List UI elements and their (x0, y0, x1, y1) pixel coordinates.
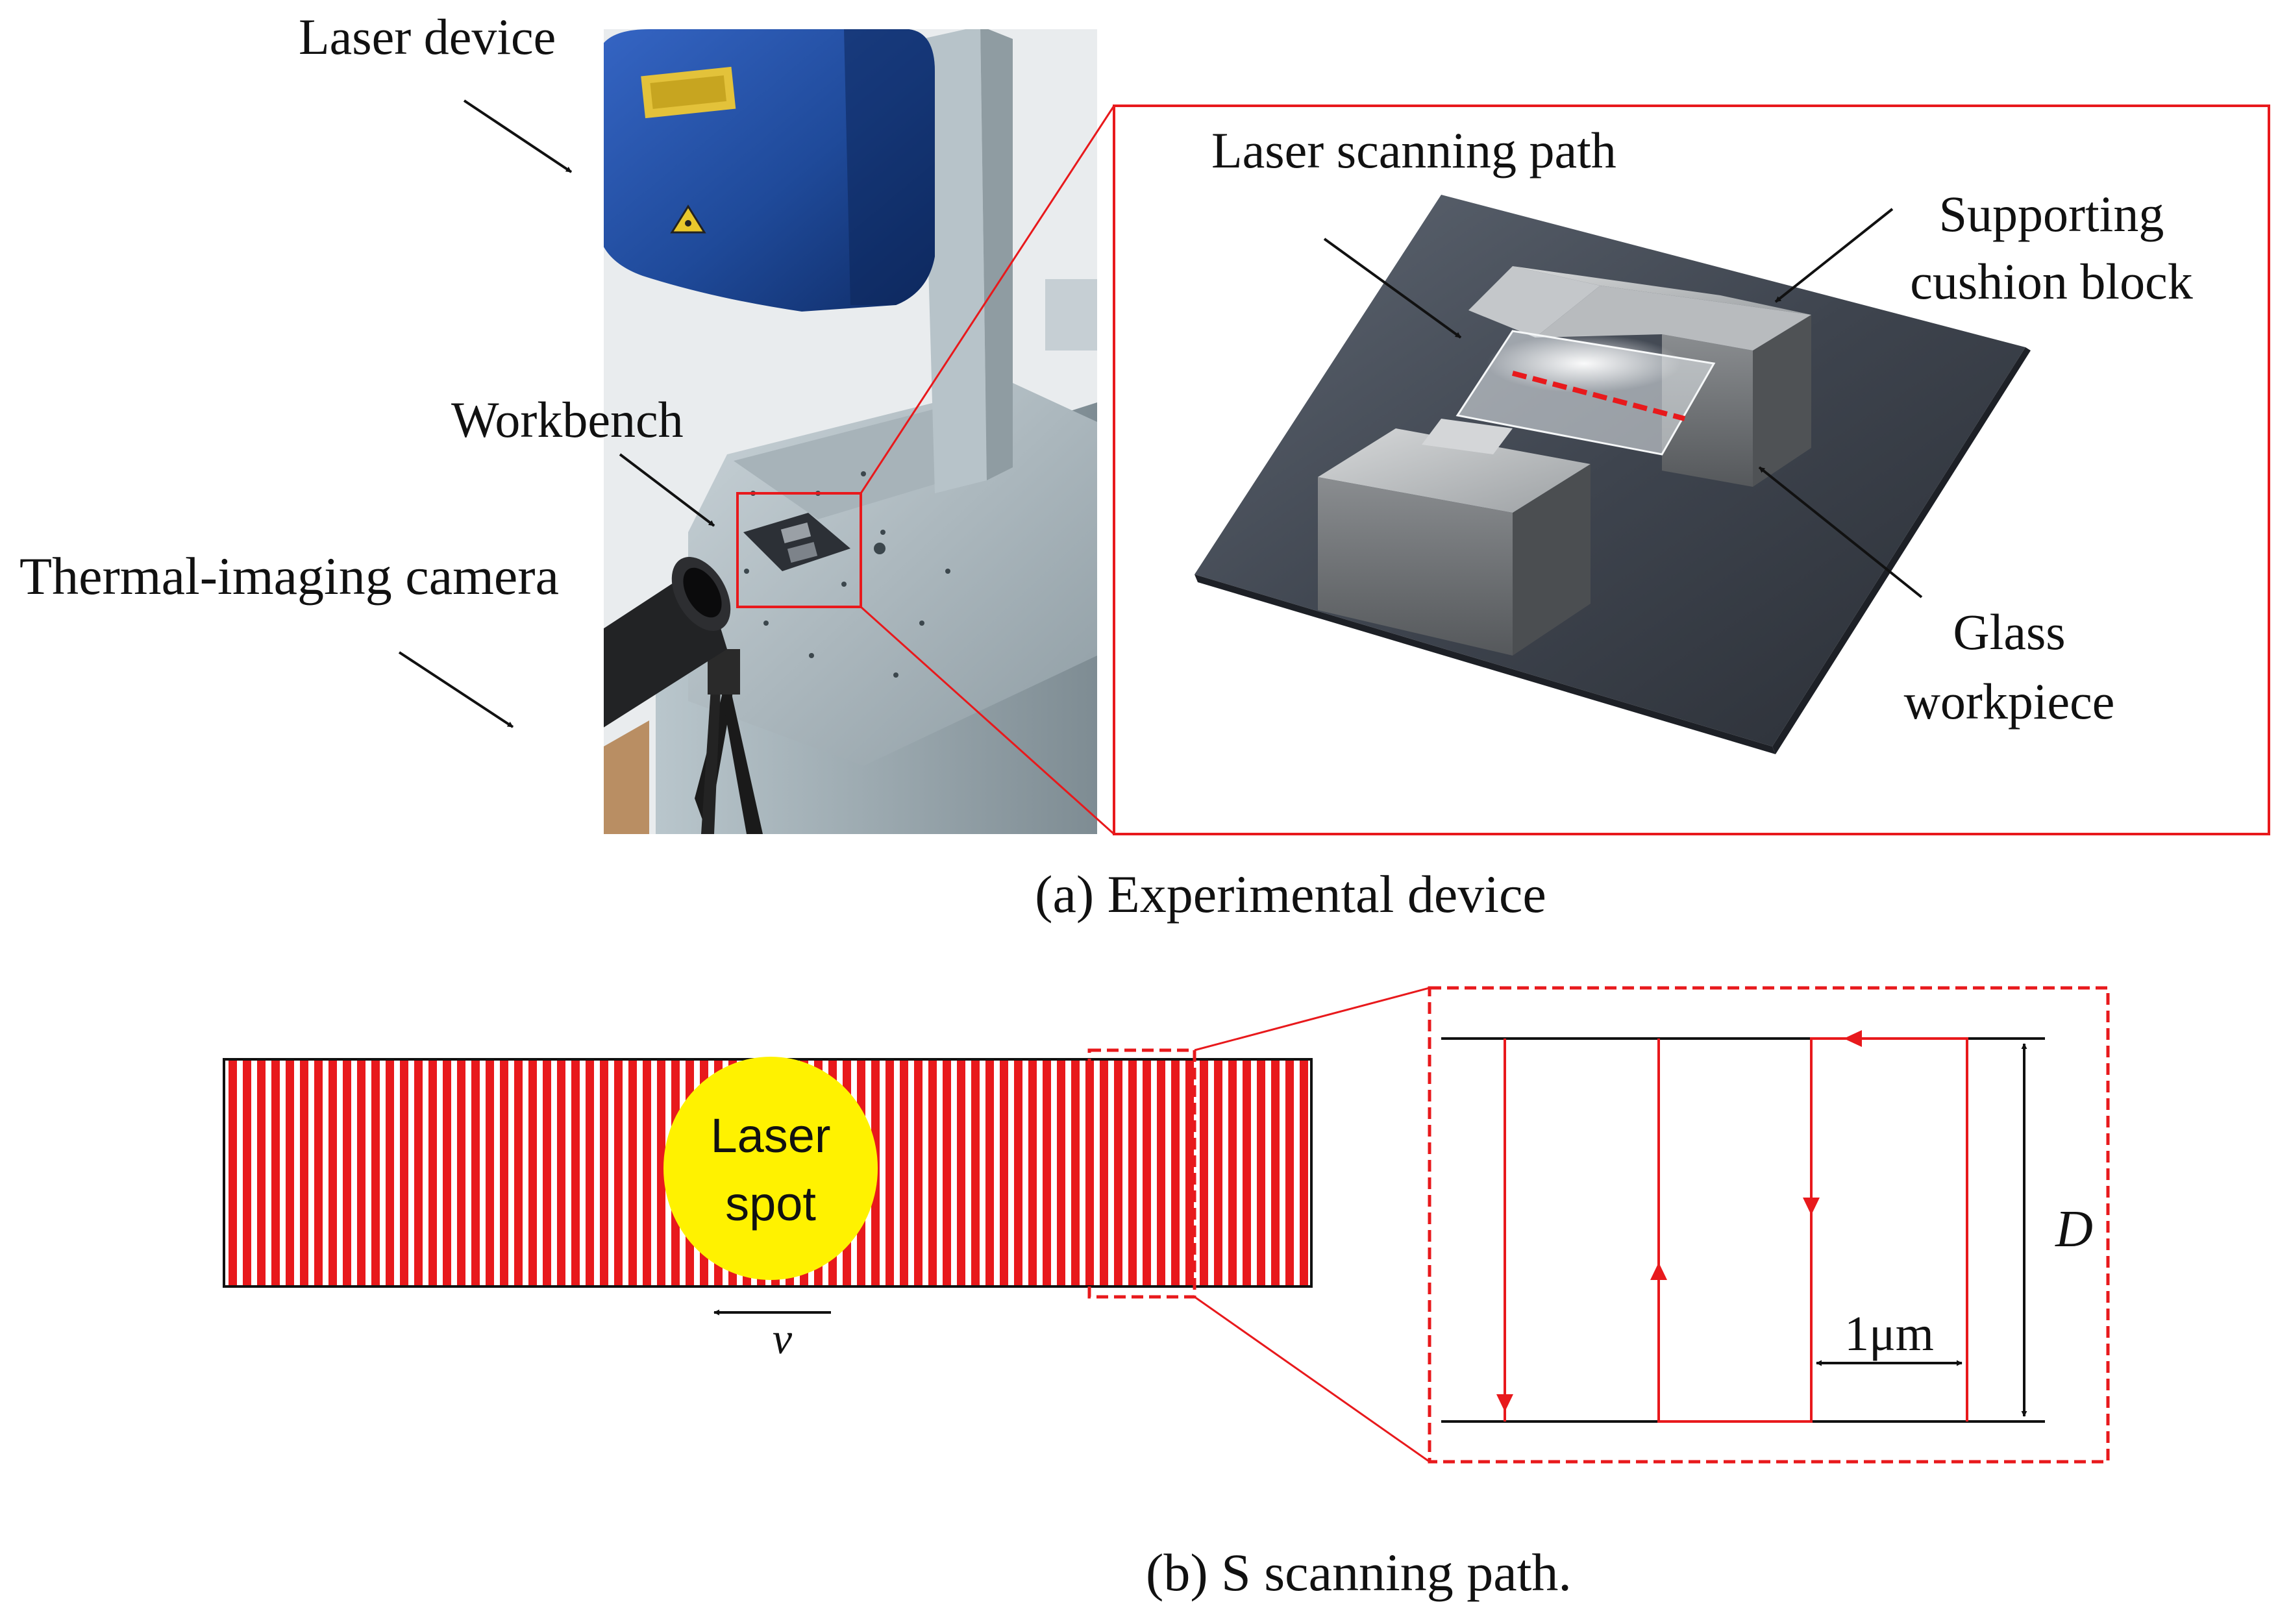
caption-a: (a) Experimental device (1035, 865, 1546, 924)
arrowhead-left (1844, 1030, 1862, 1047)
arrowhead-down-left (1496, 1394, 1513, 1412)
arrowhead-up (1650, 1262, 1667, 1280)
arrow-thermal-camera (398, 651, 514, 728)
label-thermal-camera: Thermal-imaging camera (19, 547, 559, 606)
zoom-connector-top (860, 105, 1115, 494)
arrow-supporting-block (1774, 208, 1894, 303)
zoom-connector-bottom (860, 606, 1115, 835)
spacing-label: 1μm (1844, 1307, 1934, 1361)
experimental-device-photo (604, 29, 1097, 834)
label-laser-device: Laser device (299, 8, 556, 65)
laser-spot-label-line1: Laser (710, 1109, 830, 1163)
zoom-selection-dashed (1087, 1048, 1196, 1299)
caption-b: (b) S scanning path. (1146, 1543, 1572, 1602)
zoom-connector-b-bottom (1194, 1296, 1430, 1463)
dimension-d-label: D (2055, 1201, 2093, 1258)
label-glass-line2: workpiece (1904, 673, 2115, 730)
arrow-laser-scanning-path (1323, 238, 1462, 339)
velocity-label: v (773, 1314, 793, 1363)
zoom-box-dashed (1428, 986, 2110, 1464)
arrow-glass-workpiece (1758, 466, 1923, 598)
label-workbench: Workbench (451, 391, 684, 448)
zoom-inset-workpiece (1113, 105, 2270, 835)
zoom-region-box (736, 492, 862, 608)
label-supporting-line1: Supporting (1939, 186, 2164, 242)
label-glass-line1: Glass (1953, 604, 2065, 660)
laser-spot (663, 1057, 878, 1280)
arrow-workbench (619, 453, 715, 527)
arrow-laser-device (463, 99, 573, 173)
arrowhead-down (1803, 1198, 1820, 1215)
label-supporting-line2: cushion block (1910, 253, 2192, 310)
zoom-connector-b-top (1194, 987, 1430, 1052)
label-laser-scanning-path: Laser scanning path (1211, 122, 1616, 178)
laser-scanning-path-line (1511, 371, 1686, 421)
laser-spot-label-line2: spot (725, 1177, 816, 1231)
s-scanning-diagram: Laser spot v D 1μm (b) S scanning path. (223, 986, 2110, 1602)
